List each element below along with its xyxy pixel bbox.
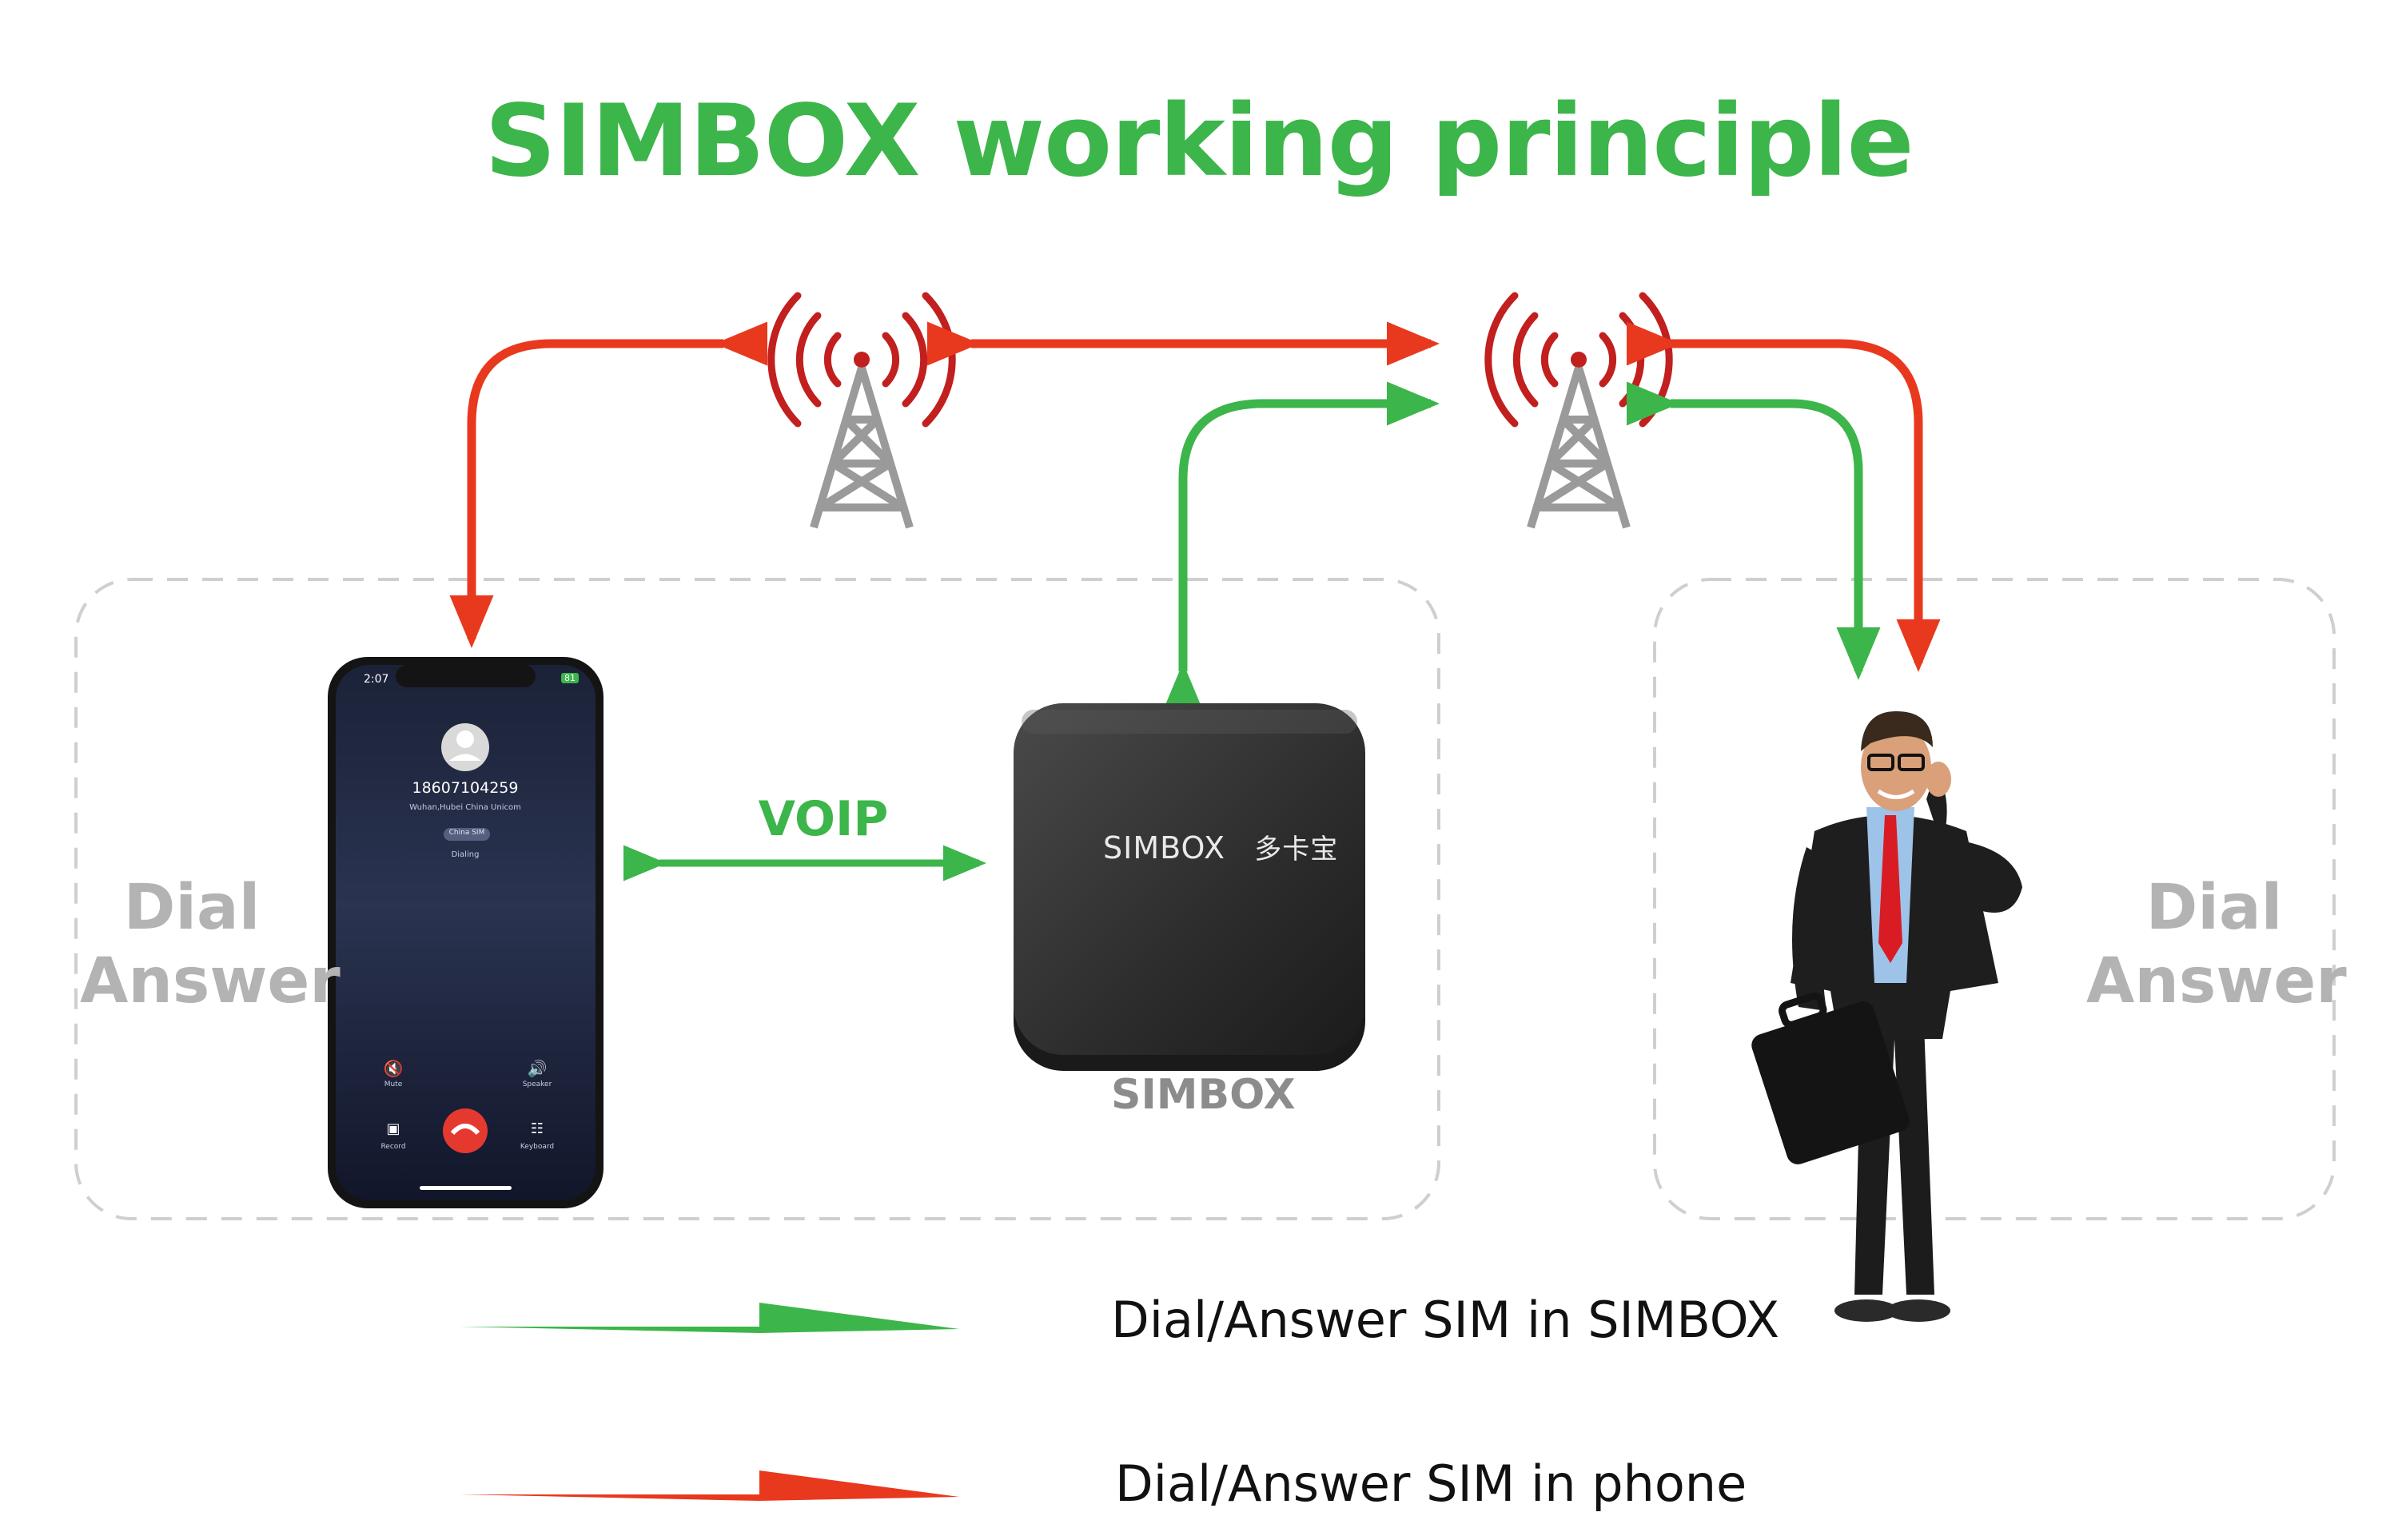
phone-battery: 81 xyxy=(561,673,579,683)
red-arrow-tower-man xyxy=(1627,321,1941,672)
speaker-icon[interactable]: 🔊 xyxy=(527,1059,548,1078)
phone-number: 18607104259 xyxy=(412,779,519,797)
green-arrow-tower-man xyxy=(1627,381,1881,680)
record-icon[interactable]: ▣ xyxy=(386,1120,400,1137)
legend-red-text: Dial/Answer SIM in phone xyxy=(1115,1454,1747,1513)
phone-sim-badge: China SIM xyxy=(448,829,485,837)
phone-record-label: Record xyxy=(380,1143,406,1151)
keyboard-icon[interactable]: ☷ xyxy=(530,1120,544,1137)
cell-tower-icon xyxy=(1484,292,1673,529)
right-panel-dial-label: Dial xyxy=(2145,872,2283,944)
simbox-device xyxy=(1014,703,1365,1071)
legend-green-arrow xyxy=(460,1303,959,1333)
legend-red-arrow xyxy=(460,1470,959,1501)
left-panel-dial-label: Dial xyxy=(123,872,261,944)
phone-location: Wuhan,Hubei China Unicom xyxy=(409,803,521,812)
smartphone xyxy=(328,657,603,1208)
hangup-icon[interactable] xyxy=(449,1116,481,1148)
red-arrow-phone-tower xyxy=(449,321,767,648)
mute-icon[interactable]: 🔇 xyxy=(383,1059,404,1078)
legend-green-text: Dial/Answer SIM in SIMBOX xyxy=(1111,1291,1780,1349)
cell-tower-icon xyxy=(767,292,956,529)
green-arrow-simbox-tower xyxy=(1161,381,1440,715)
simbox-caption: SIMBOX xyxy=(1111,1071,1296,1119)
phone-status: Dialing xyxy=(451,850,480,859)
phone-speaker-label: Speaker xyxy=(522,1080,552,1088)
voip-label: VOIP xyxy=(758,791,889,847)
simbox-brand-text: SIMBOX xyxy=(1103,830,1226,866)
phone-mute-label: Mute xyxy=(384,1080,403,1088)
page-title: SIMBOX working principle xyxy=(484,84,1914,199)
left-panel-answer-label: Answer xyxy=(80,945,341,1017)
left-panel-border xyxy=(74,578,1440,1220)
simbox-brand-label: SIMBOX 多卡宝 xyxy=(1103,827,1343,866)
businessman xyxy=(1751,711,2022,1322)
simbox-brand-cn-text: 多卡宝 xyxy=(1254,834,1339,866)
right-panel-border xyxy=(1653,578,2336,1220)
right-panel-answer-label: Answer xyxy=(2086,945,2347,1017)
phone-time: 2:07 xyxy=(364,673,389,686)
phone-keyboard-label: Keyboard xyxy=(520,1143,555,1151)
